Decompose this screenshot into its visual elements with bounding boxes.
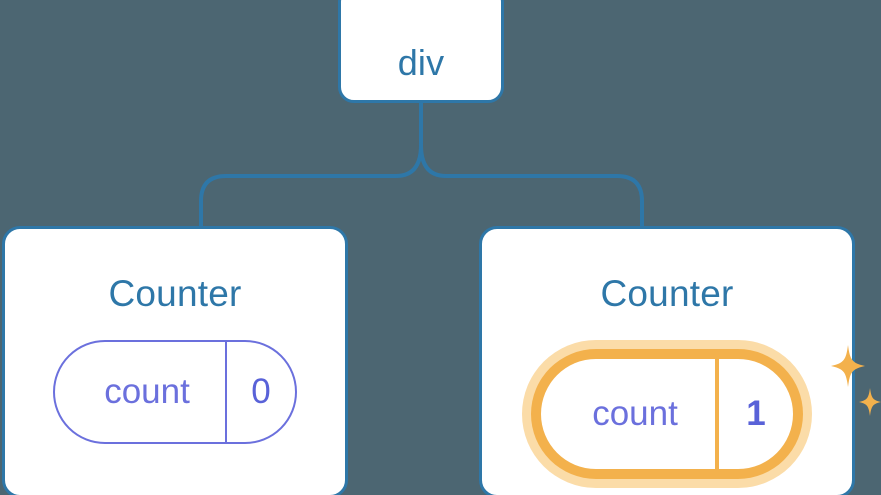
state-value-left: 0 <box>251 371 271 411</box>
sparkle-small-icon <box>859 387 881 416</box>
state-pill-left[interactable]: count 0 <box>53 339 297 444</box>
node-counter-left[interactable]: Counter count 0 <box>2 226 348 495</box>
node-div[interactable]: div <box>338 0 504 103</box>
state-value-right: 1 <box>746 393 766 433</box>
node-div-label: div <box>397 42 445 84</box>
state-pill-right[interactable]: count 1 <box>522 339 881 488</box>
edge-div-to-counter-right <box>419 143 644 228</box>
state-key-left: count <box>55 341 227 442</box>
state-pill-wrap-left: count 0 <box>53 339 297 444</box>
node-counter-left-label: Counter <box>108 273 242 314</box>
sparkles-group <box>831 344 881 416</box>
state-pill-wrap-right: count 1 <box>522 339 881 488</box>
state-pill-right-inner: count 1 <box>541 358 793 469</box>
sparkle-large-icon <box>831 344 865 387</box>
edge-div-to-counter-left <box>199 143 423 228</box>
node-counter-right[interactable]: Counter count 1 <box>479 226 881 495</box>
state-key-right: count <box>541 358 719 469</box>
node-counter-right-label: Counter <box>600 273 734 314</box>
